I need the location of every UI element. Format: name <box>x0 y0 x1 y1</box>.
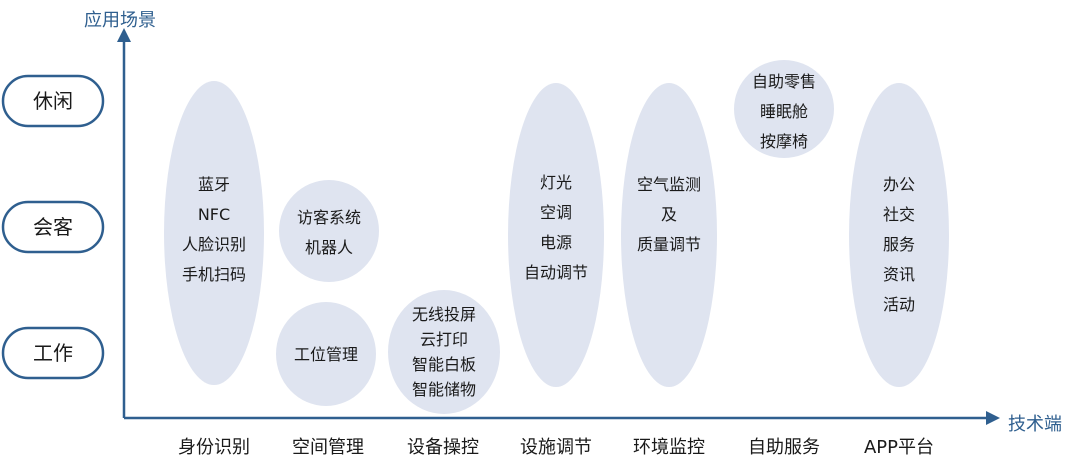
bubble-line: 活动 <box>883 295 915 314</box>
bubble-line: 空气监测 <box>637 175 701 194</box>
row-label-work: 工作 <box>1 326 105 380</box>
axes: 应用场景 技术端 <box>84 10 1062 435</box>
bubble-app: 办公 社交 服务 资讯 活动 <box>849 83 949 387</box>
bubble-line: 工位管理 <box>294 345 358 364</box>
column-label-identity: 身份识别 <box>178 437 250 458</box>
bubble-line: 智能储物 <box>412 380 476 399</box>
bubble-line: 自助零售 <box>752 72 816 91</box>
row-text-work: 工作 <box>33 341 73 365</box>
bubble-line: 质量调节 <box>637 235 701 254</box>
bubble-line: 云打印 <box>420 330 468 349</box>
bubble-line: 灯光 <box>540 173 572 192</box>
bubble-identity: 蓝牙 NFC 人脸识别 手机扫码 <box>164 81 264 385</box>
bubble-shape-facility <box>508 83 604 387</box>
bubble-environment: 空气监测 及 质量调节 <box>621 83 717 387</box>
bubble-shape-identity <box>164 81 264 385</box>
column-label-device: 设备操控 <box>407 437 479 458</box>
bubble-line: 及 <box>661 205 677 224</box>
column-label-environment: 环境监控 <box>633 437 705 458</box>
bubble-line: 机器人 <box>305 238 353 257</box>
y-axis-title: 应用场景 <box>84 10 156 31</box>
bubble-line: 社交 <box>883 205 915 224</box>
bubble-line: 智能白板 <box>412 355 476 374</box>
column-label-app: APP平台 <box>864 437 934 458</box>
bubble-line: 蓝牙 <box>198 175 230 194</box>
bubble-shape-environment <box>621 83 717 387</box>
column-labels: 身份识别 空间管理 设备操控 设施调节 环境监控 自助服务 APP平台 <box>178 437 934 458</box>
bubble-shape-self-service <box>734 60 834 158</box>
bubble-line: 按摩椅 <box>760 132 808 151</box>
row-text-leisure: 休闲 <box>33 89 73 113</box>
bubble-facility: 灯光 空调 电源 自动调节 <box>508 83 604 387</box>
bubble-shape-app <box>849 83 949 387</box>
bubble-line: 手机扫码 <box>182 265 246 284</box>
bubble-space-visitor: 访客系统 机器人 <box>279 180 379 282</box>
bubble-line: 服务 <box>883 235 915 254</box>
bubbles: 蓝牙 NFC 人脸识别 手机扫码 访客系统 机器人 工位管理 无线投屏 云打印 … <box>164 60 949 414</box>
column-label-space: 空间管理 <box>292 437 364 458</box>
row-text-meeting: 会客 <box>33 215 73 239</box>
column-label-self-service: 自助服务 <box>748 437 820 458</box>
y-axis-arrowhead <box>117 28 131 42</box>
column-label-facility: 设施调节 <box>520 437 592 458</box>
bubble-line: 资讯 <box>883 265 915 284</box>
bubble-self-service: 自助零售 睡眠舱 按摩椅 <box>734 60 834 158</box>
bubble-space-workstation: 工位管理 <box>276 302 376 406</box>
bubble-line: 办公 <box>883 175 915 194</box>
bubble-line: 人脸识别 <box>182 235 246 254</box>
bubble-line: 无线投屏 <box>412 305 476 324</box>
bubble-line: 访客系统 <box>297 208 361 227</box>
bubble-line: 电源 <box>540 233 572 252</box>
row-pill-leisure <box>1 74 105 128</box>
bubble-shape-device <box>388 290 500 414</box>
row-pill-meeting <box>1 200 105 254</box>
row-labels: 休闲 会客 工作 <box>1 74 105 380</box>
bubble-device: 无线投屏 云打印 智能白板 智能储物 <box>388 290 500 414</box>
bubble-shape-space-visitor <box>279 180 379 282</box>
x-axis-arrowhead <box>986 411 1000 425</box>
bubble-line: NFC <box>198 205 230 224</box>
bubble-shape-space-workstation <box>276 302 376 406</box>
bubble-line: 自动调节 <box>524 263 588 282</box>
bubble-line: 空调 <box>540 203 572 222</box>
row-pill-work <box>1 326 105 380</box>
row-label-meeting: 会客 <box>1 200 105 254</box>
bubble-line: 睡眠舱 <box>760 102 808 121</box>
row-label-leisure: 休闲 <box>1 74 105 128</box>
x-axis-title: 技术端 <box>1008 414 1062 435</box>
